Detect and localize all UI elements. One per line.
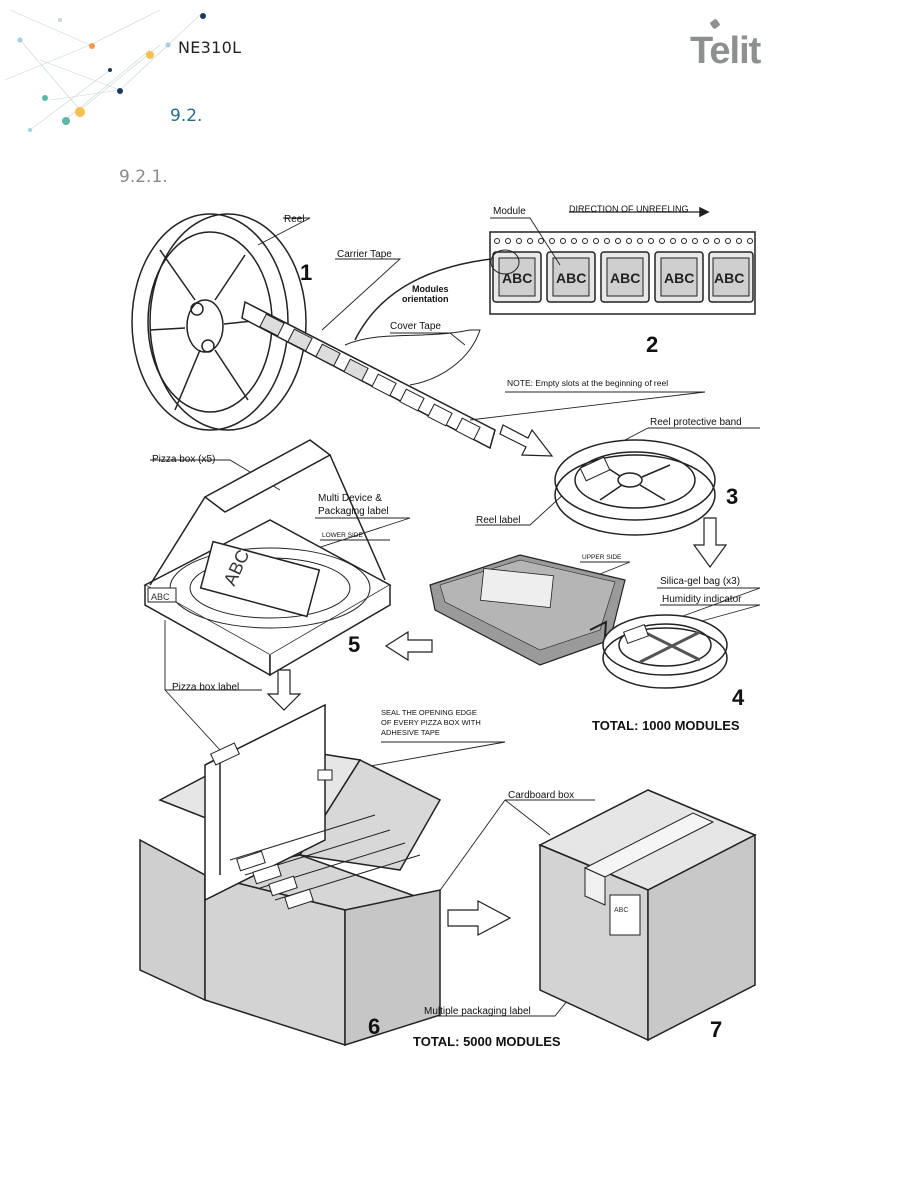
subsection-number: 9.2.1.	[119, 167, 168, 187]
pizza-box-drawing	[143, 439, 392, 677]
pizza-box-side-abc: ABC	[151, 592, 170, 602]
label-seal-1: SEAL THE OPENING EDGE	[381, 708, 477, 717]
company-logo: Telit	[690, 30, 761, 72]
module-abc-3: ABC	[610, 270, 640, 286]
cover-tape-drawing	[344, 329, 481, 386]
label-multi-device-2: Packaging label	[318, 506, 389, 517]
step-2: 2	[646, 332, 658, 357]
step-5: 5	[348, 632, 360, 657]
reel-with-desiccant-drawing	[602, 614, 728, 689]
step-1: 1	[300, 260, 312, 285]
module-abc-4: ABC	[664, 270, 694, 286]
closed-cardboard-box-drawing	[538, 789, 757, 1042]
label-upper-side: UPPER SIDE	[582, 554, 622, 561]
section-number: 9.2.	[170, 106, 203, 126]
decorative-network-graphic	[4, 9, 206, 132]
label-modules-orientation-1: Modules	[412, 284, 449, 294]
document-model: NE310L	[178, 38, 242, 57]
label-pizza-box-label: Pizza box label	[172, 682, 239, 693]
reel-with-band-drawing	[554, 439, 716, 536]
label-pizza-box: Pizza box (x5)	[152, 454, 215, 465]
label-modules-orientation-2: orientation	[402, 294, 449, 304]
step-3: 3	[726, 484, 738, 509]
carrier-tape-drawing	[241, 300, 496, 450]
step-6: 6	[368, 1014, 380, 1039]
label-seal-3: ADHESIVE TAPE	[381, 728, 440, 737]
open-cardboard-box-drawing	[139, 703, 442, 1047]
label-note: NOTE: Empty slots at the beginning of re…	[507, 378, 668, 388]
label-multi-device-1: Multi Device &	[318, 493, 382, 504]
flow-arrows	[266, 424, 728, 936]
label-humidity-indicator: Humidity indicator	[662, 594, 742, 605]
label-module: Module	[493, 206, 526, 217]
module-abc-5: ABC	[714, 270, 744, 286]
module-abc-1: ABC	[502, 270, 532, 286]
label-cover-tape: Cover Tape	[390, 321, 441, 332]
label-direction: DIRECTION OF UNREELING	[569, 204, 689, 214]
total-5000: TOTAL: 5000 MODULES	[413, 1034, 561, 1049]
moisture-barrier-bag-drawing	[429, 554, 626, 666]
module-abc-2: ABC	[556, 270, 586, 286]
label-seal-2: OF EVERY PIZZA BOX WITH	[381, 718, 481, 727]
total-1000: TOTAL: 1000 MODULES	[592, 718, 740, 733]
label-reel-band: Reel protective band	[650, 417, 742, 428]
label-silica-gel: Silica-gel bag (x3)	[660, 576, 740, 587]
label-reel-label: Reel label	[476, 515, 520, 526]
reel-drawing	[131, 213, 307, 431]
step-4: 4	[732, 685, 745, 710]
label-reel: Reel	[284, 214, 305, 225]
label-cardboard-box: Cardboard box	[508, 790, 574, 801]
label-lower-side: LOWER SIDE	[322, 532, 363, 539]
module-tape-drawing	[489, 206, 756, 315]
label-carrier-tape: Carrier Tape	[337, 249, 392, 260]
step-7: 7	[710, 1017, 722, 1042]
label-multiple-packaging: Multiple packaging label	[424, 1006, 531, 1017]
cardboard-label-abc: ABC	[614, 907, 628, 914]
